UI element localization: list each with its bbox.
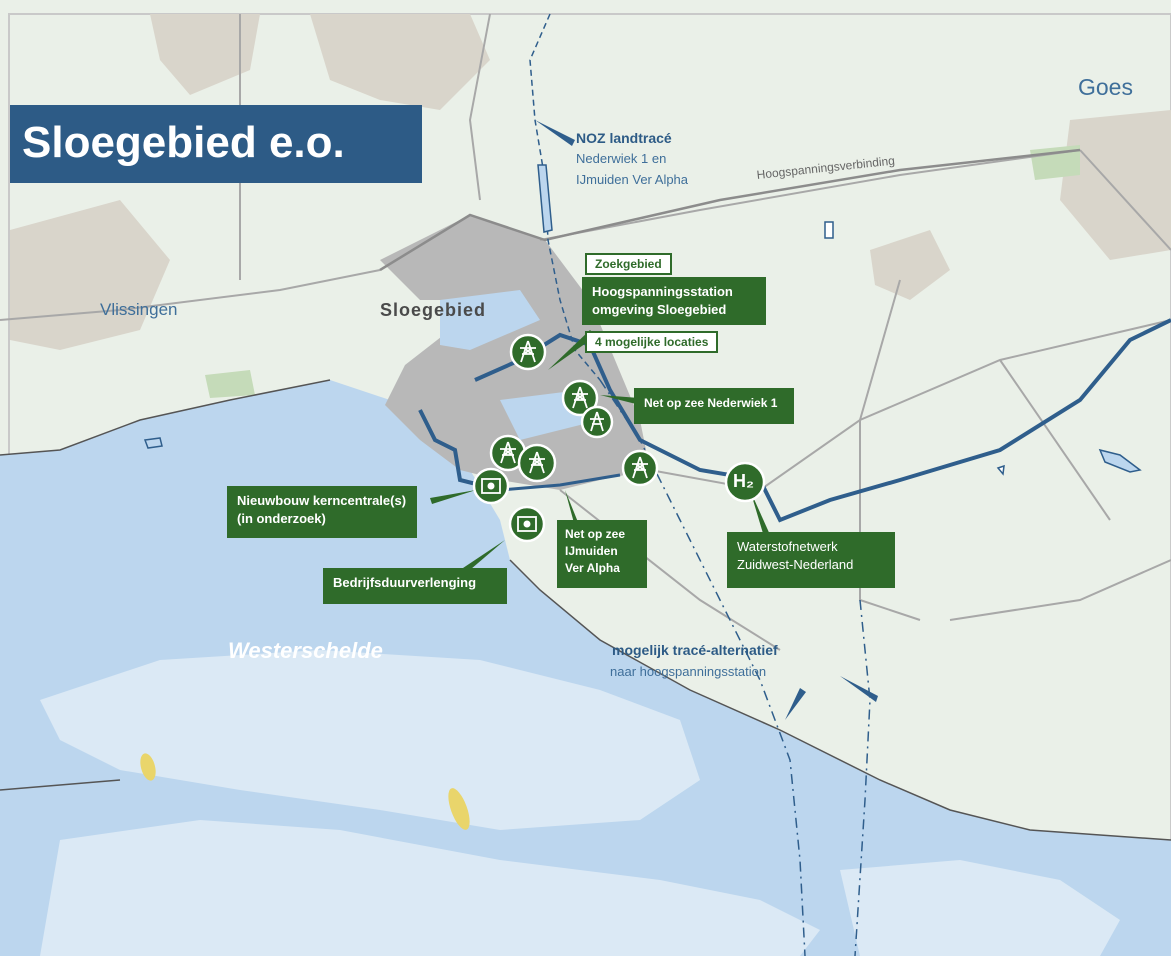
lake-4 — [996, 464, 1005, 476]
label-pointers — [535, 120, 878, 720]
hydrogen-symbol-text: H₂ — [733, 471, 754, 491]
kerncentrale-box: Nieuwbouw kerncentrale(s) (in onderzoek) — [227, 486, 417, 538]
urban-area-north — [310, 14, 490, 110]
noz-landtrace-title: NOZ landtracé — [576, 130, 672, 146]
kerncentrale-line1: Nieuwbouw kerncentrale(s) — [237, 493, 407, 508]
noz-landtrace-line2: IJmuiden Ver Alpha — [576, 172, 689, 187]
noz-landtrace-line1: Nederwiek 1 en — [576, 151, 667, 166]
urban-area-northwest — [150, 14, 260, 95]
place-westerschelde: Westerschelde — [228, 638, 383, 663]
ijmuiden-box: Net op zee IJmuiden Ver Alpha — [557, 520, 647, 588]
roads — [0, 13, 1171, 651]
sandbank-east — [840, 860, 1120, 956]
nuclear-plant-icon — [472, 467, 510, 505]
yellow-sandbank-2 — [448, 788, 470, 830]
hoogspanningsstation-line2: omgeving Sloegebied — [592, 302, 727, 317]
mogelijke-locaties-label: 4 mogelijke locaties — [585, 331, 719, 353]
ijmuiden-line3: Ver Alpha — [565, 561, 620, 575]
zoekgebied-label: Zoekgebied — [585, 253, 672, 275]
lake-1 — [1098, 448, 1142, 473]
place-goes: Goes — [1078, 74, 1133, 100]
hoogspanningsstation-line1: Hoogspanningsstation — [592, 284, 733, 299]
coastline — [0, 379, 1171, 841]
ijmuiden-line2: IJmuiden — [565, 544, 618, 558]
waterstof-line1: Waterstofnetwerk — [737, 539, 838, 554]
hoogspanningsstation-box: Hoogspanningsstation omgeving Sloegebied — [582, 277, 766, 325]
yellow-sandbank-1 — [140, 753, 156, 781]
transmission-tower-icon — [509, 333, 547, 371]
green-patch-2 — [205, 370, 255, 398]
harbor-basin — [440, 290, 540, 350]
transmission-tower-icon — [580, 405, 614, 439]
kerncentrale-line2: (in onderzoek) — [237, 511, 326, 526]
noz-water-crossing — [537, 164, 553, 233]
urban-area-vlissingen — [10, 200, 170, 350]
label-pointers-green — [430, 330, 771, 575]
hoogspanningsverbinding-line — [379, 148, 1081, 272]
sandbank-lower — [40, 820, 820, 956]
nederwiek-box: Net op zee Nederwiek 1 — [634, 388, 794, 424]
title-banner — [10, 105, 422, 183]
waterstof-line2: Zuidwest-Nederland — [737, 557, 854, 572]
urban-area-goes — [1060, 110, 1171, 260]
waterstof-box: Waterstofnetwerk Zuidwest-Nederland — [727, 532, 895, 588]
mogelijk-trace-title: mogelijk tracé-alternatief — [612, 642, 778, 658]
mogelijk-trace-line-2 — [854, 599, 871, 956]
ijmuiden-line1: Net op zee — [565, 527, 626, 541]
transmission-tower-icon — [561, 379, 599, 417]
transmission-tower-icon — [621, 449, 659, 487]
lake-2 — [143, 437, 163, 449]
hydrogen-icon — [724, 461, 766, 503]
mogelijk-trace-line — [599, 379, 806, 956]
net-op-zee-cable — [499, 473, 621, 492]
coastline-west — [0, 779, 121, 791]
bedrijfsduur-box: Bedrijfsduurverlenging — [323, 568, 507, 604]
lake-3 — [824, 221, 834, 239]
transmission-tower-icon — [517, 443, 557, 483]
mogelijk-trace-sub: naar hoogspanningsstation — [610, 664, 767, 679]
map-title: Sloegebied e.o. — [22, 118, 345, 167]
sandbank-large — [40, 650, 700, 830]
urban-area-east — [870, 230, 950, 300]
place-vlissingen: Vlissingen — [100, 300, 178, 319]
nuclear-plant-icon — [508, 505, 546, 543]
place-sloegebied: Sloegebied — [380, 300, 487, 320]
